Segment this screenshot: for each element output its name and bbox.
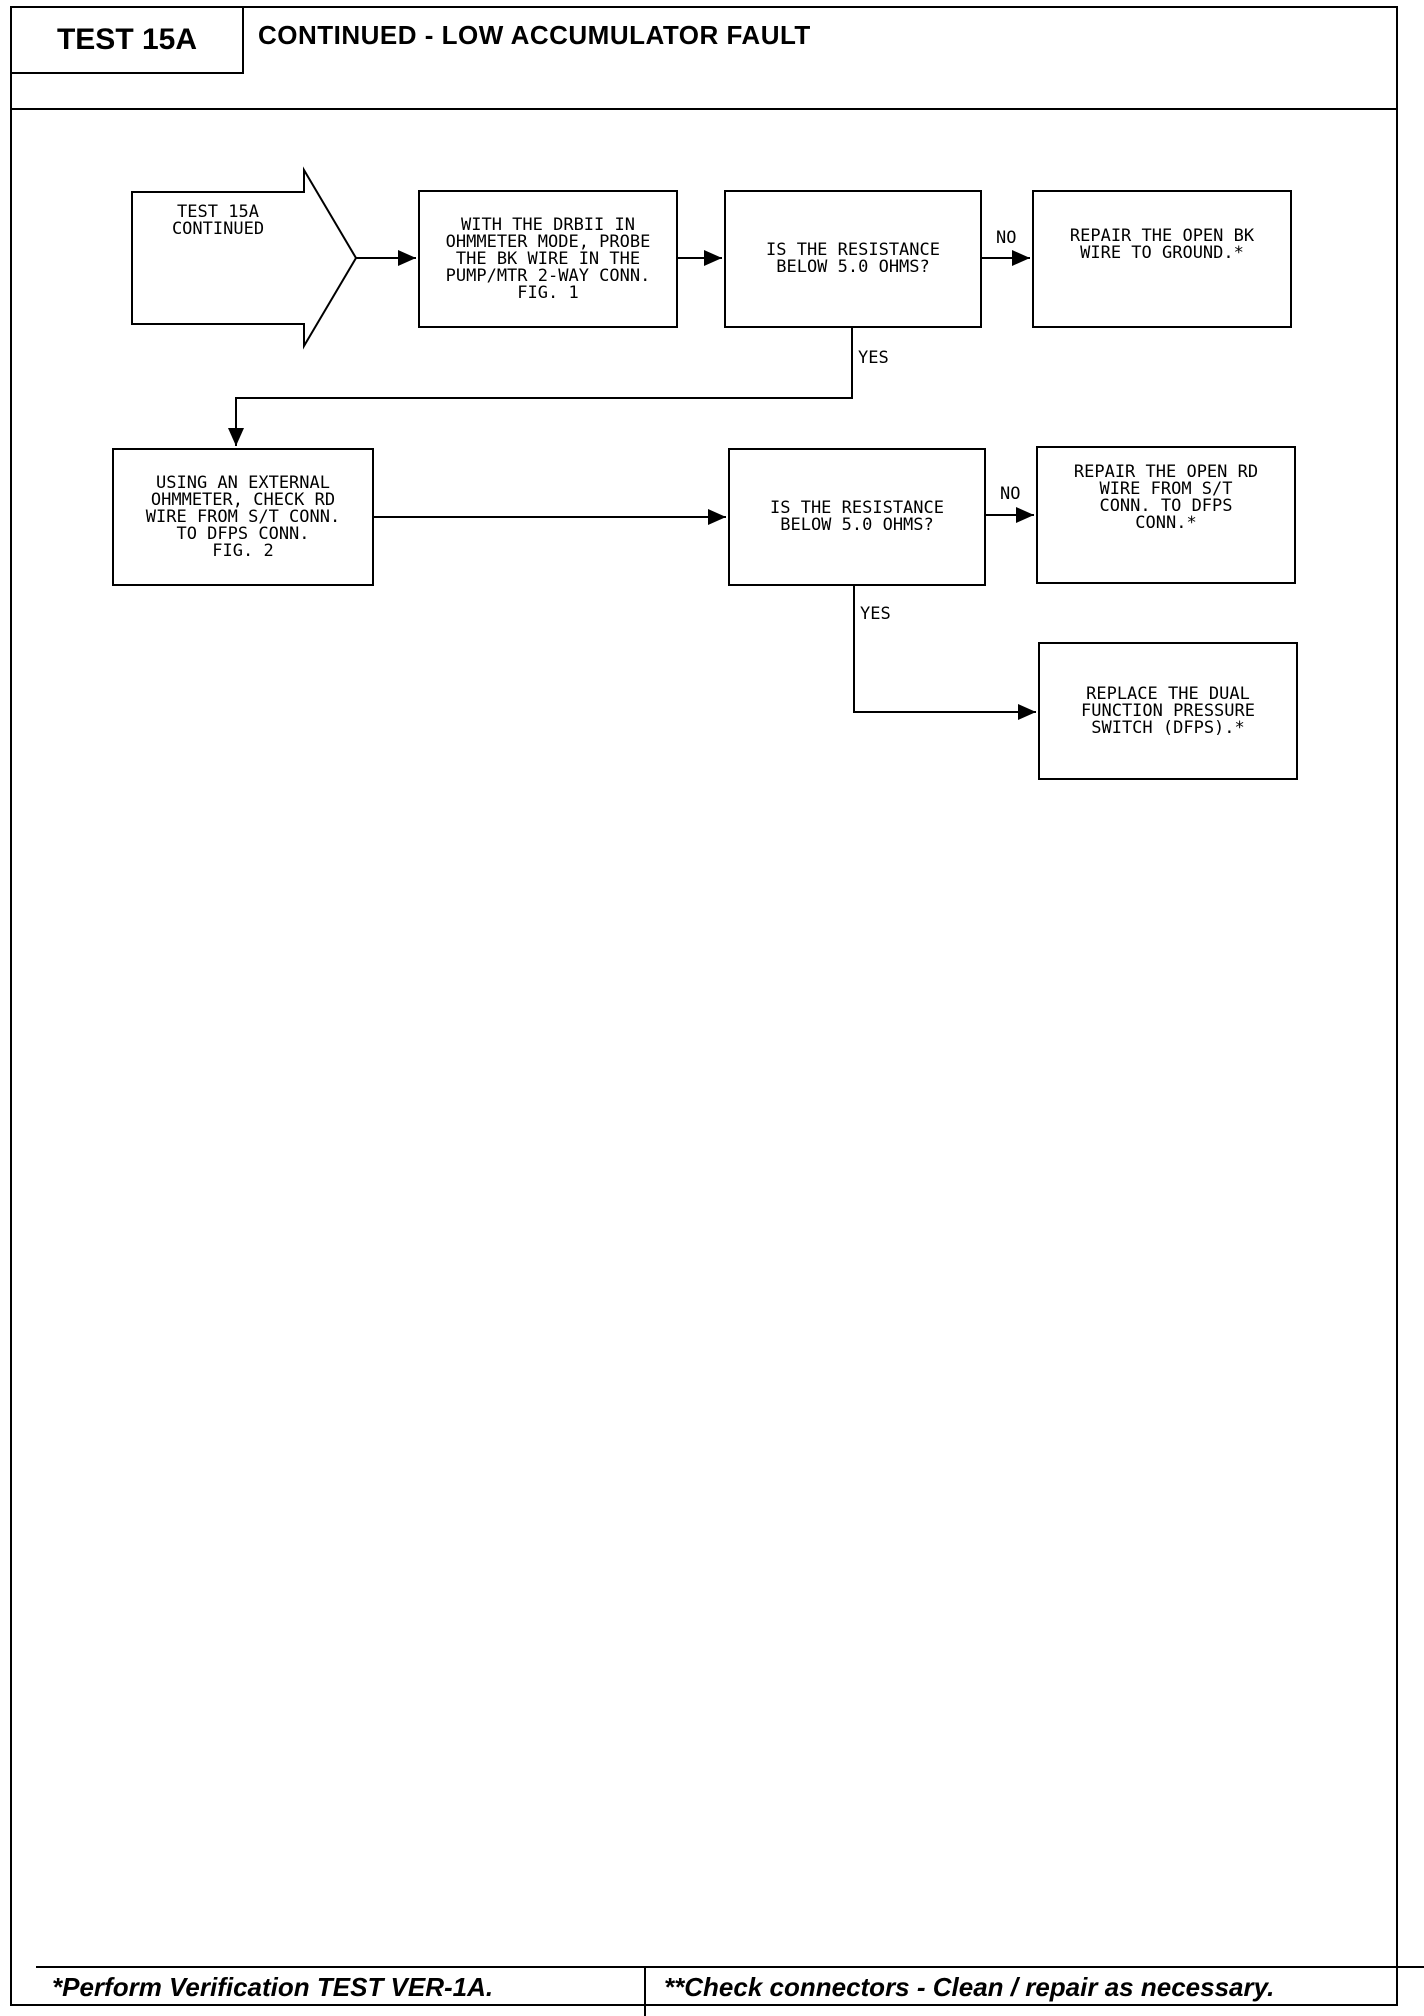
yes-label-1: YES xyxy=(858,348,889,368)
yes-label-2: YES xyxy=(860,604,891,624)
test-number: TEST 15A xyxy=(12,8,244,74)
header-divider xyxy=(12,108,1396,110)
question-resistance-2: IS THE RESISTANCE BELOW 5.0 OHMS? xyxy=(728,448,986,586)
no-label-1: NO xyxy=(996,228,1017,248)
result-repair-bk-wire: REPAIR THE OPEN BK WIRE TO GROUND.* xyxy=(1032,190,1292,328)
page-frame xyxy=(10,6,1398,2006)
start-label: TEST 15A CONTINUED xyxy=(171,202,265,239)
step-check-rd-wire: USING AN EXTERNAL OHMMETER, CHECK RD WIR… xyxy=(112,448,374,586)
result-replace-dfps: REPLACE THE DUAL FUNCTION PRESSURE SWITC… xyxy=(1038,642,1298,780)
footer-divider xyxy=(36,1966,1424,1968)
footer-connectors-note: **Check connectors - Clean / repair as n… xyxy=(664,1972,1275,2002)
question-resistance-1: IS THE RESISTANCE BELOW 5.0 OHMS? xyxy=(724,190,982,328)
no-label-2: NO xyxy=(1000,484,1021,504)
footer-verification-note: *Perform Verification TEST VER-1A. xyxy=(52,1972,494,2002)
page-title: CONTINUED - LOW ACCUMULATOR FAULT xyxy=(258,20,811,50)
start-arrow-shape xyxy=(131,166,358,350)
step-probe-bk-wire: WITH THE DRBII IN OHMMETER MODE, PROBE T… xyxy=(418,190,678,328)
footer-separator xyxy=(644,1966,646,2016)
result-repair-rd-wire: REPAIR THE OPEN RD WIRE FROM S/T CONN. T… xyxy=(1036,446,1296,584)
